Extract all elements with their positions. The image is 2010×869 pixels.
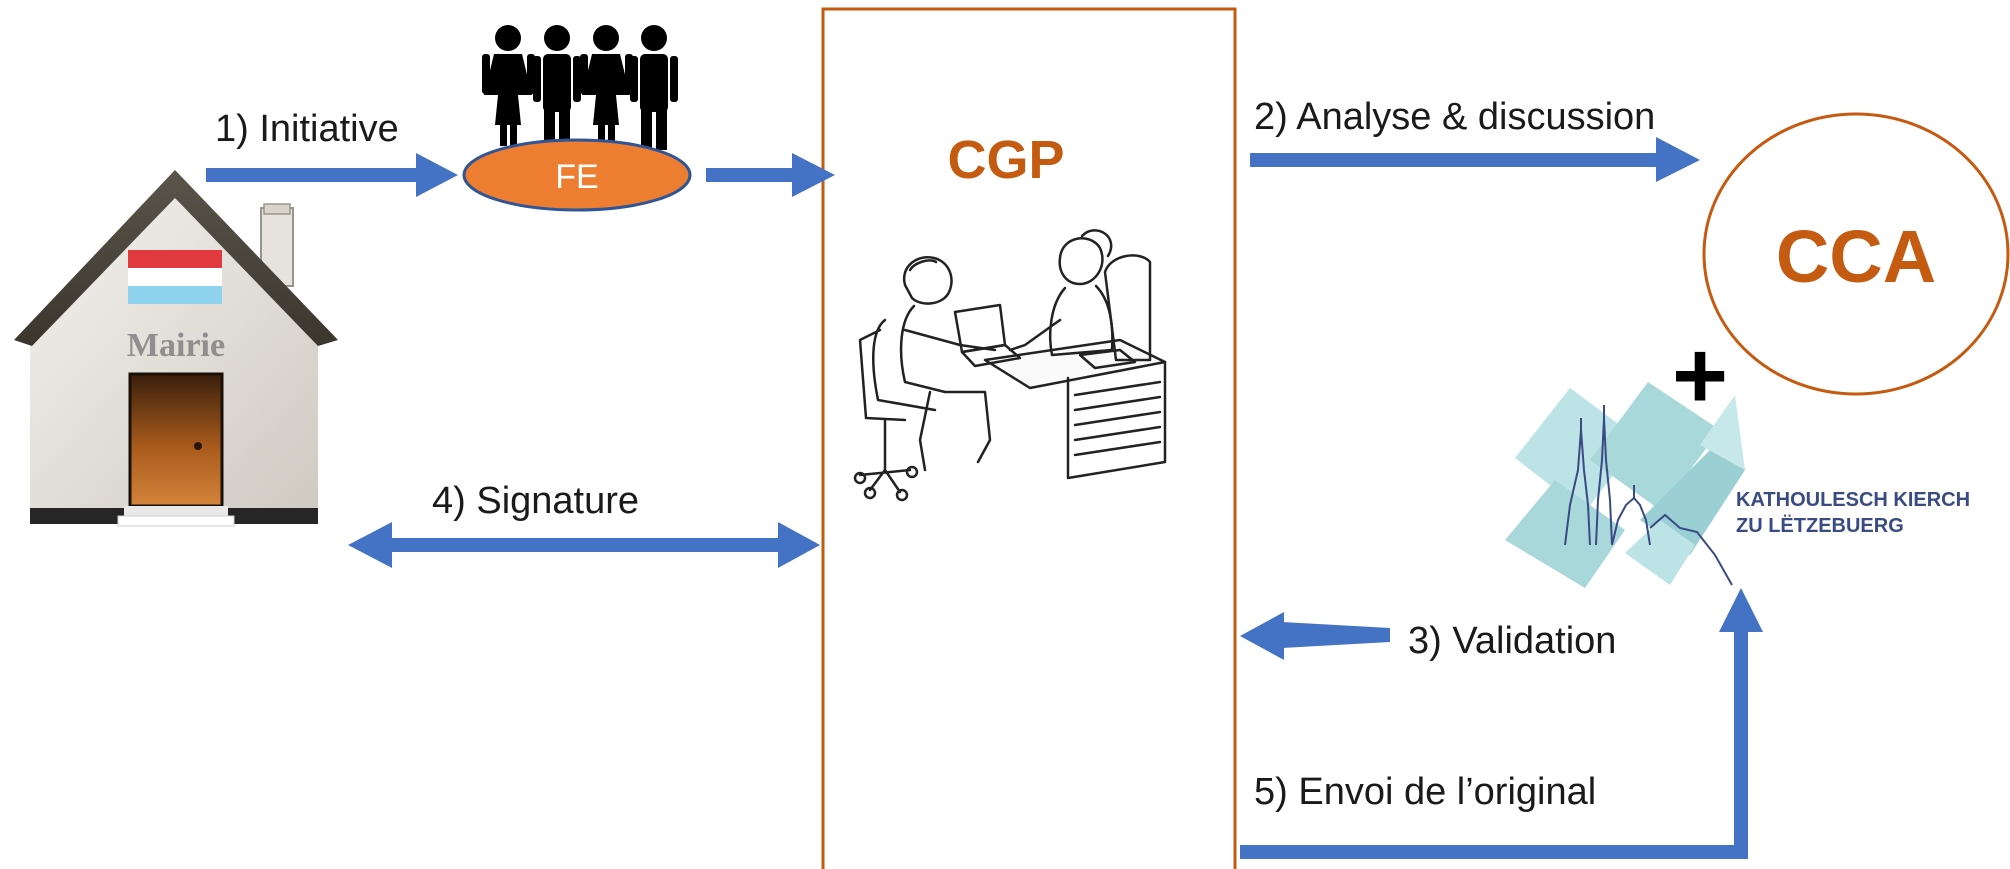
arrow-envoi-original bbox=[1240, 588, 1763, 859]
meeting-sketch-icon bbox=[853, 229, 1167, 502]
cgp-label: CGP bbox=[947, 130, 1064, 190]
luxembourg-flag bbox=[128, 250, 222, 268]
cgp-box bbox=[821, 7, 1237, 869]
arrow-initiative bbox=[206, 153, 458, 197]
cca-label: CCA bbox=[1776, 215, 1936, 298]
fe-ellipse bbox=[462, 138, 692, 212]
church-logo-icon bbox=[1505, 382, 1745, 588]
step1-label: 1) Initiative bbox=[215, 108, 399, 150]
step3-label: 3) Validation bbox=[1408, 620, 1616, 662]
step4-label: 4) Signature bbox=[432, 480, 639, 522]
arrow-fe-to-cgp bbox=[706, 153, 835, 197]
arrow-analyse-discussion bbox=[1250, 137, 1700, 182]
fe-label: FE bbox=[555, 158, 598, 196]
arrow-signature bbox=[348, 522, 820, 568]
house-door bbox=[128, 372, 224, 508]
step2-label: 2) Analyse & discussion bbox=[1254, 96, 1655, 138]
arrow-validation bbox=[1240, 612, 1390, 660]
step5-label: 5) Envoi de l’original bbox=[1254, 771, 1596, 813]
church-logo-text-line1: KATHOULESCH KIERCH bbox=[1736, 489, 1970, 511]
mairie-label: Mairie bbox=[127, 327, 225, 364]
house-icon: Mairie bbox=[14, 170, 338, 527]
church-logo-text-line2: ZU LËTZEBUERG bbox=[1736, 514, 1904, 537]
cca-circle bbox=[1702, 112, 2010, 396]
group-of-people-icon bbox=[482, 25, 678, 150]
